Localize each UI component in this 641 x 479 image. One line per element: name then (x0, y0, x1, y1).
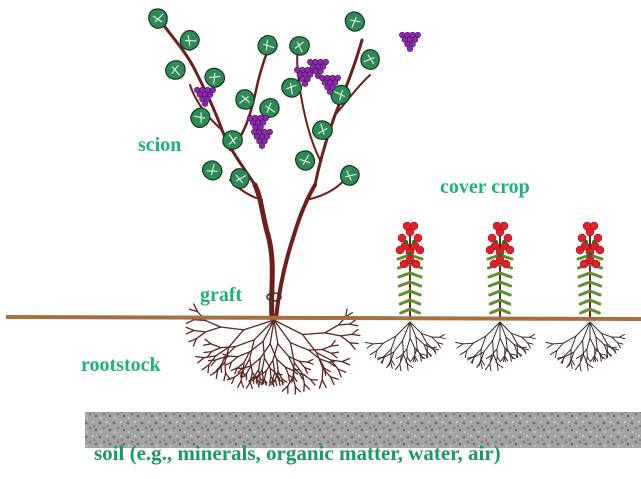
cover-crop-label: cover crop (440, 177, 530, 197)
leaf-icon (221, 129, 244, 151)
leaf-icon (343, 9, 367, 34)
leaf-icon (287, 34, 311, 58)
graft-label: graft (200, 285, 242, 305)
scion-label: scion (138, 135, 181, 155)
leaf-icon (201, 64, 227, 91)
cover-crop-plants (366, 222, 625, 371)
leaf-icon (149, 9, 167, 28)
leaf-icon (255, 33, 281, 58)
rootstock-label: rootstock (81, 355, 161, 375)
grape-cluster-icon (399, 32, 420, 51)
grape-cluster-icon (251, 129, 272, 148)
leaf-icon (176, 27, 203, 54)
soil-label: soil (e.g., minerals, organic matter, wa… (94, 443, 501, 464)
leaf-icon (358, 47, 383, 72)
leaf-icon (294, 149, 317, 172)
cover-crop-plant-icon (546, 222, 626, 371)
cover-crop-plant-icon (366, 222, 446, 371)
leaf-icon (228, 167, 251, 191)
grapevine-icon (160, 20, 370, 318)
vine-leaves (149, 9, 383, 190)
leaf-icon (199, 158, 225, 184)
cover-crop-plant-icon (456, 222, 535, 371)
ground-line (6, 317, 641, 319)
leaf-icon (165, 60, 185, 80)
leaf-icon (187, 105, 213, 131)
